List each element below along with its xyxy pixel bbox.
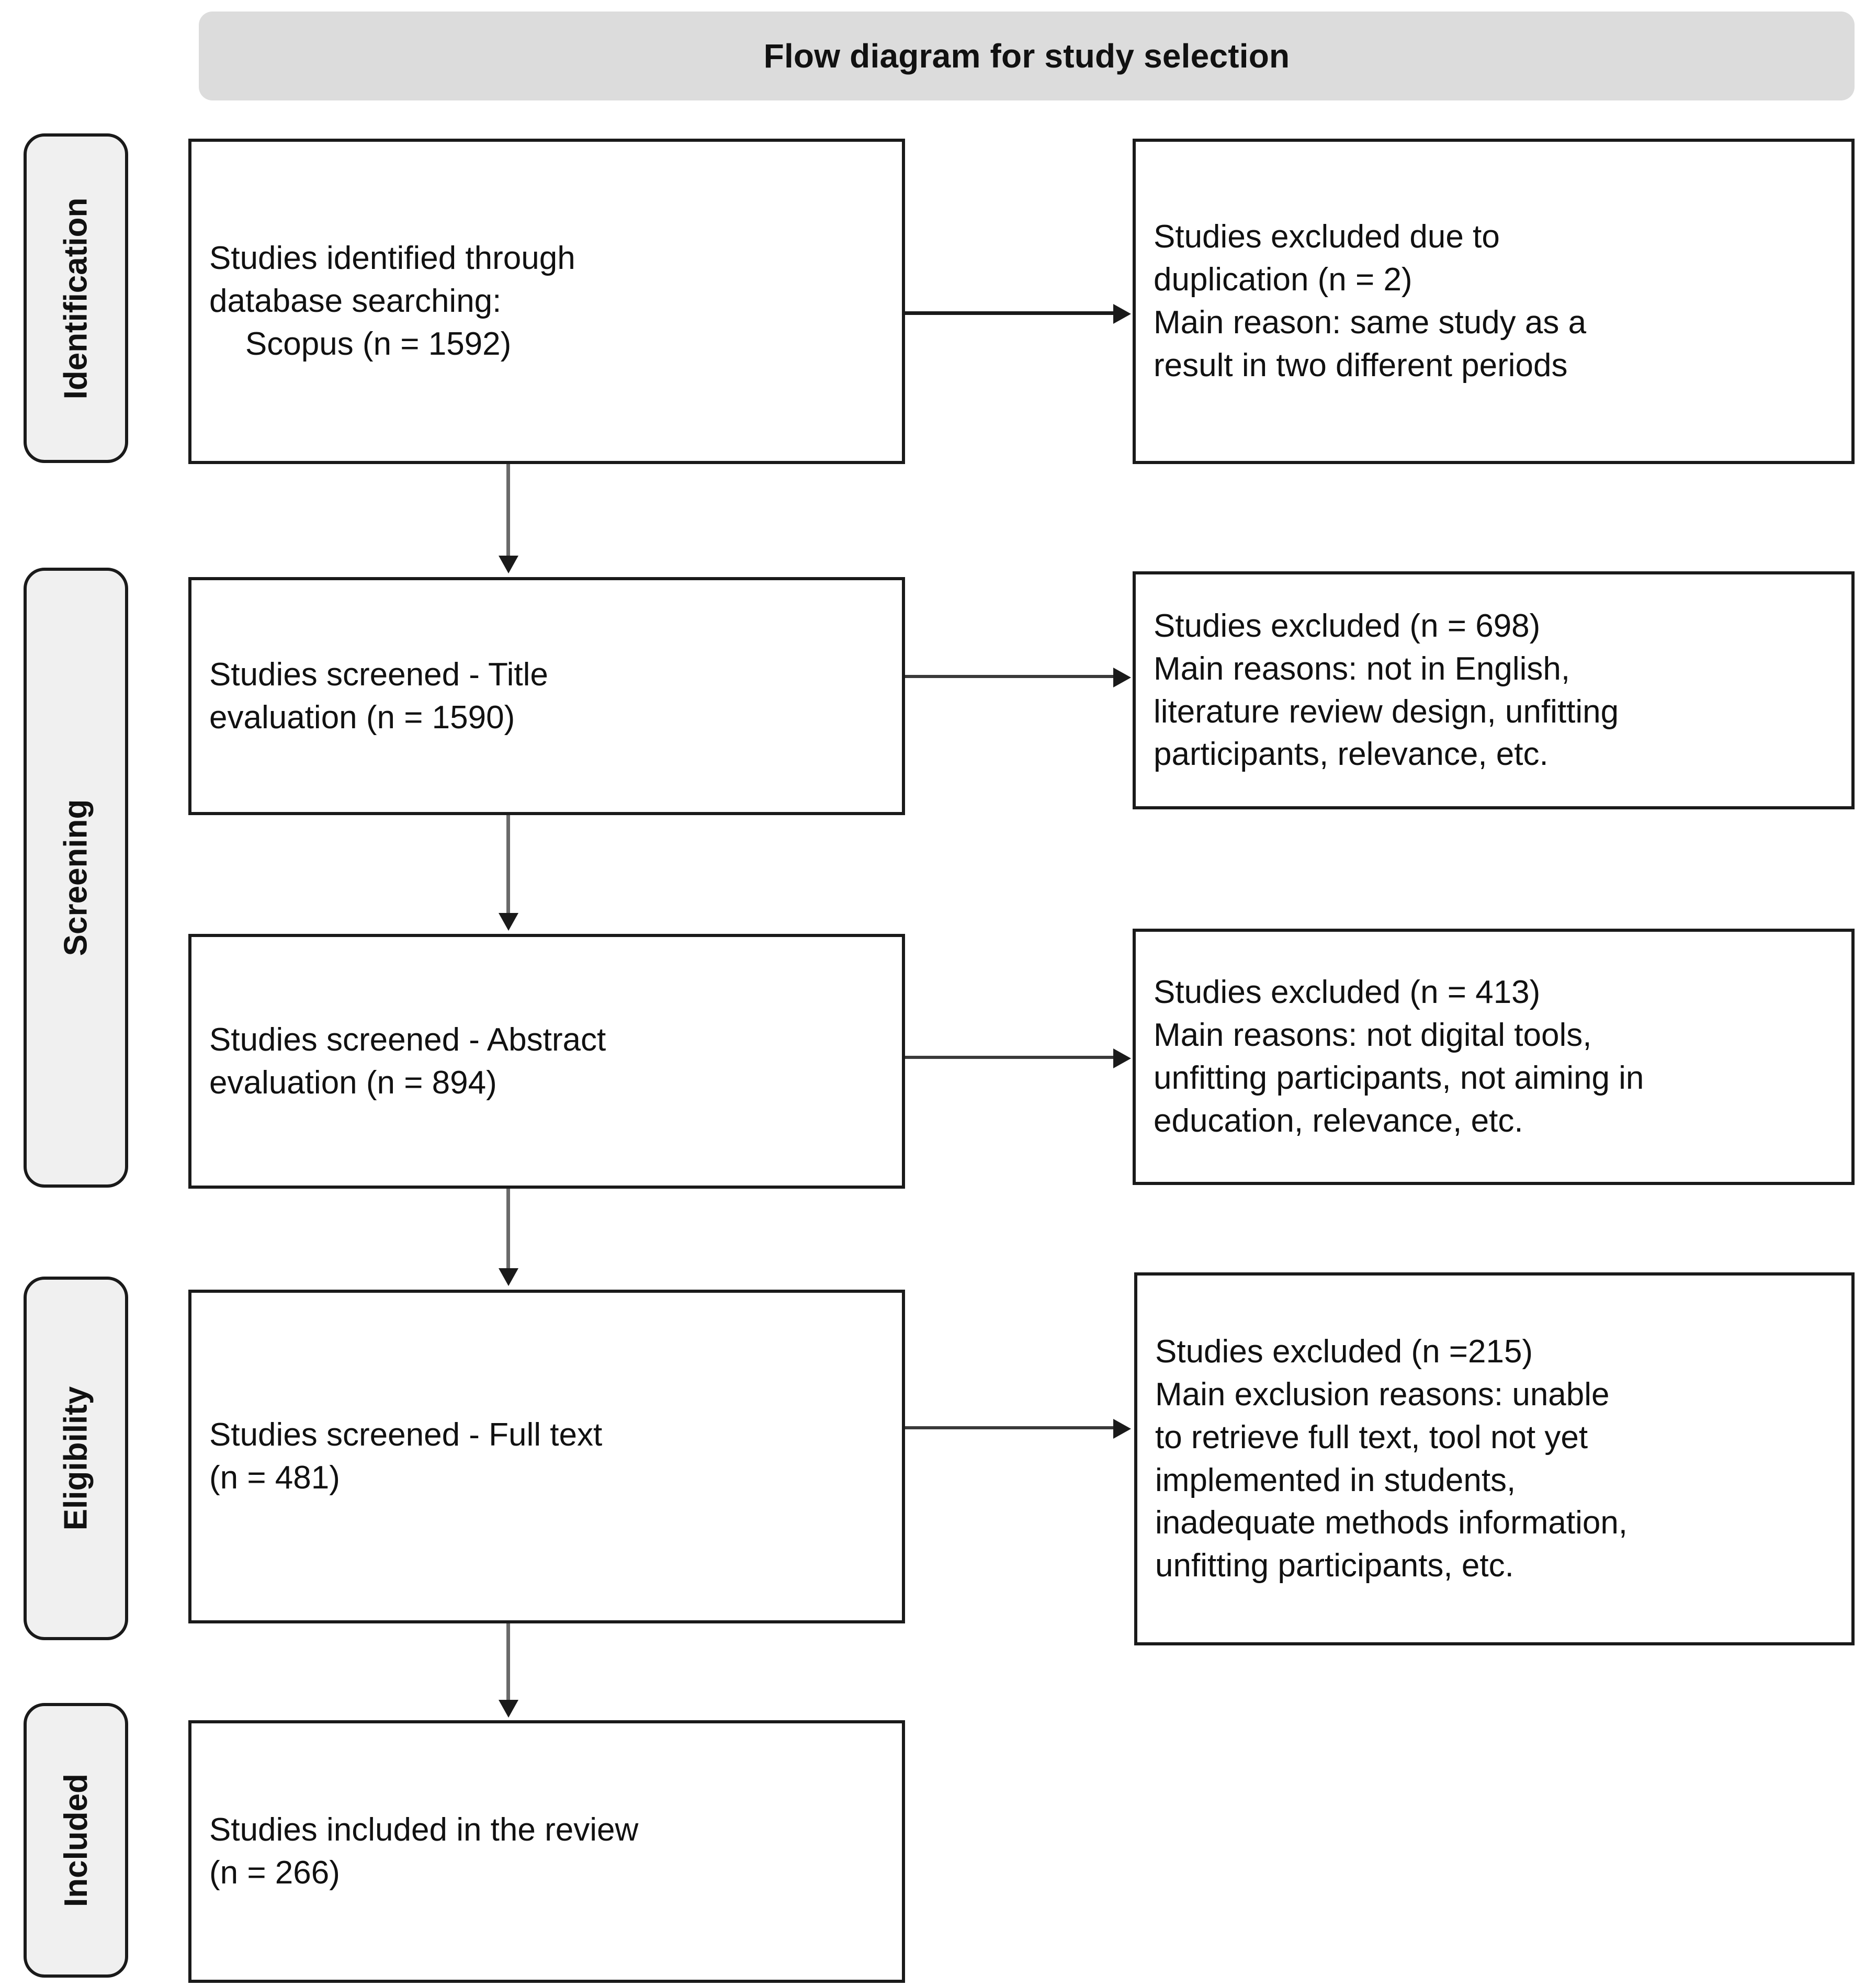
flow-box-text: Studies included in the review (n = 266) [209,1812,639,1891]
stage-label-identification: Identification [24,133,128,463]
connector-horizontal-to-excluded-abstract [905,1056,1114,1059]
connector-horizontal-to-excluded-title [905,675,1114,678]
exclusion-box-text: Studies excluded (n = 413) Main reasons:… [1154,974,1644,1139]
page-title: Flow diagram for study selection [763,37,1290,75]
exclusion-box-abstract: Studies excluded (n = 413) Main reasons:… [1133,929,1855,1185]
flow-box-screened-abstract: Studies screened - Abstract evaluation (… [188,934,905,1189]
arrowhead-down-abstract-to-fulltext [499,1268,518,1286]
connector-vertical-title-to-abstract [506,815,510,916]
arrowhead-down-identified-to-title [499,556,518,573]
stage-label-text: Screening [58,799,94,956]
arrowhead-right-to-excluded-title [1113,668,1131,687]
stage-label-eligibility: Eligibility [24,1277,128,1640]
arrowhead-right-to-excluded-fulltext [1113,1419,1131,1439]
connector-vertical-abstract-to-fulltext [506,1189,510,1271]
flow-box-identified: Studies identified through database sear… [188,139,905,464]
stage-label-text: Eligibility [58,1386,94,1531]
exclusion-box-duplication: Studies excluded due to duplication (n =… [1133,139,1855,464]
connector-vertical-identified-to-title [506,464,510,560]
exclusion-box-fulltext: Studies excluded (n =215) Main exclusion… [1134,1272,1855,1645]
flow-box-screened-title: Studies screened - Title evaluation (n =… [188,577,905,815]
exclusion-box-title: Studies excluded (n = 698) Main reasons:… [1133,571,1855,809]
exclusion-box-text: Studies excluded due to duplication (n =… [1154,219,1587,383]
flow-box-screened-fulltext: Studies screened - Full text (n = 481) [188,1290,905,1623]
flow-box-text: Studies screened - Abstract evaluation (… [209,1021,606,1101]
exclusion-box-text: Studies excluded (n = 698) Main reasons:… [1154,607,1619,773]
arrowhead-right-to-duplication [1113,304,1131,324]
connector-horizontal-to-excluded-fulltext [905,1426,1114,1429]
stage-label-text: Identification [58,197,94,399]
arrowhead-down-fulltext-to-included [499,1700,518,1718]
stage-label-included: Included [24,1703,128,1978]
arrowhead-right-to-excluded-abstract [1113,1048,1131,1068]
connector-horizontal-to-duplication [905,311,1114,315]
diagram-title-bar: Flow diagram for study selection [199,12,1855,100]
connector-vertical-fulltext-to-included [506,1623,510,1703]
exclusion-box-text: Studies excluded (n =215) Main exclusion… [1155,1334,1628,1584]
arrowhead-down-title-to-abstract [499,913,518,931]
flow-box-text: Studies identified through database sear… [209,240,575,362]
flow-box-text: Studies screened - Title evaluation (n =… [209,656,548,736]
stage-label-screening: Screening [24,568,128,1188]
flow-box-text: Studies screened - Full text (n = 481) [209,1417,603,1496]
stage-label-text: Included [58,1774,94,1907]
flow-box-included: Studies included in the review (n = 266) [188,1720,905,1983]
